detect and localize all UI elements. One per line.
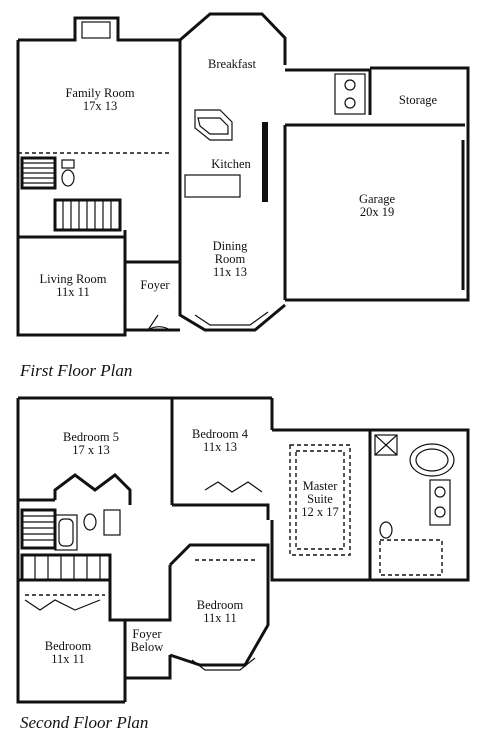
bedroom4-label: Bedroom 4 [192, 427, 249, 441]
stairs-second-floor [20, 508, 112, 582]
storage-label: Storage [399, 93, 438, 107]
first-floor-title: First Floor Plan [19, 361, 132, 380]
garage-label: Garage [359, 192, 396, 206]
dining-size: 11x 13 [213, 265, 247, 279]
bedroom-left-label: Bedroom [45, 639, 92, 653]
dining-label: Dining [213, 239, 248, 253]
living-room-label: Living Room [39, 272, 106, 286]
foyer-below-label-2: Below [131, 640, 164, 654]
master-size: 12 x 17 [301, 505, 339, 519]
bedroom4-size: 11x 13 [203, 440, 237, 454]
hall-bath [54, 509, 121, 551]
foyer-label: Foyer [140, 278, 170, 292]
master-bath [374, 434, 455, 576]
bedroom5-size: 17 x 13 [72, 443, 110, 457]
breakfast-label: Breakfast [208, 57, 256, 71]
second-floor-plan: Bedroom 5 17 x 13 Bedroom 4 11x 13 Maste… [16, 396, 470, 704]
bedroom5-label: Bedroom 5 [63, 430, 119, 444]
kitchen-label: Kitchen [211, 157, 251, 171]
garage-size: 20x 19 [360, 205, 394, 219]
bedroom-left-size: 11x 11 [51, 652, 84, 666]
master-label-2: Suite [307, 492, 333, 506]
bedroom-right-size: 11x 11 [203, 611, 236, 625]
dining-label-2: Room [215, 252, 246, 266]
family-room-size: 17x 13 [83, 99, 117, 113]
first-floor-plan: Family Room 17x 13 Breakfast Kitchen Sto… [16, 12, 470, 337]
stairs-first-floor [20, 156, 122, 232]
family-room-label: Family Room [65, 86, 134, 100]
second-floor-title: Second Floor Plan [20, 713, 148, 732]
master-label: Master [303, 479, 339, 493]
living-room-size: 11x 11 [56, 285, 89, 299]
bedroom-right-label: Bedroom [197, 598, 244, 612]
foyer-below-label: Foyer [132, 627, 162, 641]
